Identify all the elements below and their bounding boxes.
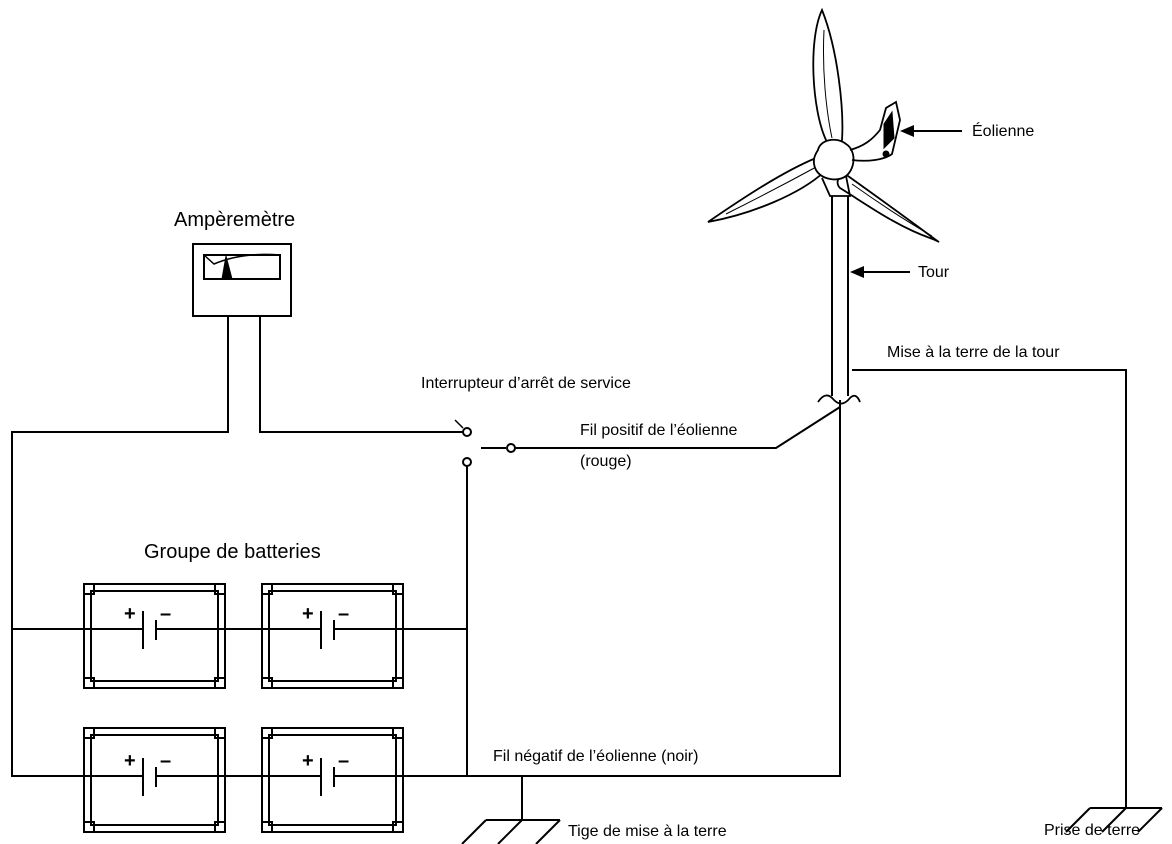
switch-contact-bottom [462,457,472,467]
battery-3-plus: + [124,750,136,772]
battery-polarity-marks: + – + – + – + – [124,603,349,772]
tower-ground-label: Mise à la terre de la tour [887,344,1060,361]
turbine-negative-wire [403,400,841,777]
tower-callout-arrow [850,266,910,278]
battery-3 [83,727,226,833]
ammeter-dial [203,254,281,280]
battery-2-plus: + [302,603,314,625]
battery-1-minus: – [160,603,171,625]
ammeter-needle [221,255,233,280]
turbine-callout-arrow [900,125,962,137]
battery-3-minus: – [160,750,171,772]
battery-1-plus: + [124,603,136,625]
battery-4-minus: – [338,750,349,772]
battery-1 [83,583,226,689]
tower [817,196,861,405]
turbine-positive-wire [515,406,841,449]
disconnect-switch [454,419,516,467]
ground-rod [461,776,561,844]
battery-bank-label: Groupe de batteries [144,541,321,563]
switch-pivot [506,443,516,453]
switch-label-pointer [454,419,464,429]
ammeter [192,243,292,317]
tower-label: Tour [918,264,950,281]
switch-contact-top [462,427,472,437]
ground-socket-label: Prise de terre [1044,822,1141,839]
ammeter-label: Ampèremètre [174,209,296,231]
battery-4 [261,727,404,833]
battery-4-plus: + [302,750,314,772]
wind-turbine [707,7,940,243]
ground-rod-label: Tige de mise à la terre [568,823,727,840]
positive-wire-label-line2: (rouge) [580,453,632,470]
positive-wire-label-line1: Fil positif de l’éolienne [580,422,738,439]
battery-2 [261,583,404,689]
switch-label: Interrupteur d’arrêt de service [421,375,631,392]
negative-wire-label: Fil négatif de l’éolienne (noir) [493,748,699,765]
ground-socket [1065,807,1163,833]
ammeter-case [192,243,292,317]
battery-2-minus: – [338,603,349,625]
turbine-label: Éolienne [972,123,1035,140]
ammeter-scale [203,253,281,265]
ammeter-positive-lead [259,316,463,433]
tower-ground-wire [852,369,1127,808]
